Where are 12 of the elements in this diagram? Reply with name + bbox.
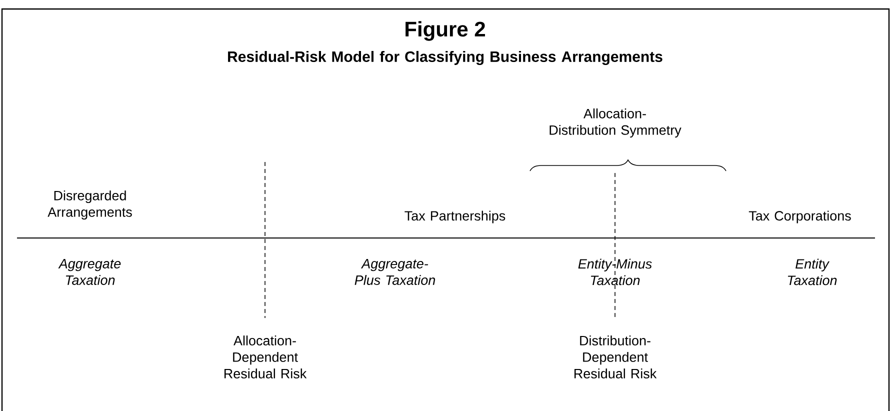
subtitle: Residual-Risk Model for Classifying Business Arrangements xyxy=(228,50,662,66)
category-label: Disregarded Arrangements xyxy=(48,190,132,220)
taxation-label: Aggregate Taxation xyxy=(58,259,121,285)
taxation-label: Entity-Minus Taxation xyxy=(578,258,652,286)
bracket-label: Allocation-Distribution Symmetry xyxy=(550,108,682,138)
risk-label: Distribution-Dependent Residual Risk xyxy=(574,336,657,378)
title: Figure 2 xyxy=(406,21,485,41)
taxation-label: Entity Taxation xyxy=(788,258,837,286)
risk-label: Allocation-Dependent Residual Risk xyxy=(224,336,307,378)
taxation-label: Aggregate-Plus Taxation xyxy=(354,259,436,285)
category-label: Tax Corporations xyxy=(748,210,851,224)
category-label: Tax Partnerships xyxy=(404,210,506,224)
